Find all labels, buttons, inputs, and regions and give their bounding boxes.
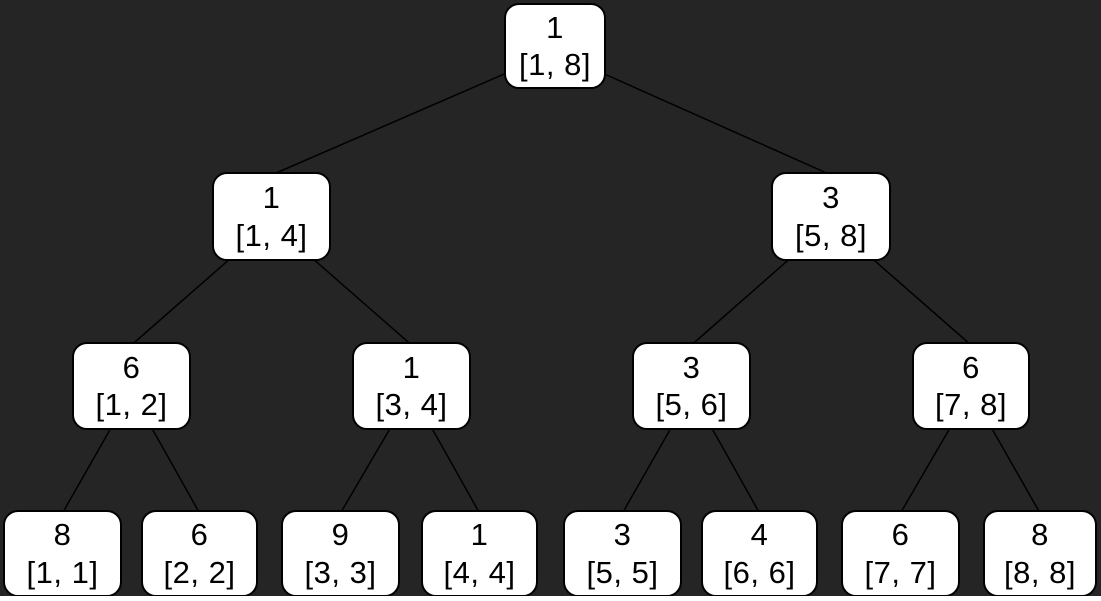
node-value: 8 xyxy=(53,517,72,553)
tree-node-5-8: 3[5, 8] xyxy=(771,172,891,261)
node-range: [5, 8] xyxy=(795,217,867,253)
node-value: 1 xyxy=(262,180,281,216)
node-value: 3 xyxy=(822,180,840,216)
node-value: 3 xyxy=(613,517,632,553)
node-value: 3 xyxy=(682,349,701,385)
tree-node-1-1: 8[1, 1] xyxy=(3,510,122,597)
node-value: 6 xyxy=(122,349,141,385)
tree-node-5-5: 3[5, 5] xyxy=(563,510,682,597)
tree-node-3-3: 9[3, 3] xyxy=(281,510,400,597)
node-range: [5, 5] xyxy=(586,554,659,590)
node-range: [7, 7] xyxy=(864,554,937,590)
node-range: [3, 4] xyxy=(375,387,448,422)
node-range: [4, 4] xyxy=(443,554,516,590)
tree-node-2-2: 6[2, 2] xyxy=(141,510,258,597)
tree-node-7-7: 6[7, 7] xyxy=(841,510,960,597)
tree-node-7-8: 6[7, 8] xyxy=(912,342,1030,430)
node-range: [1, 4] xyxy=(235,217,308,253)
node-range: [7, 8] xyxy=(935,387,1007,422)
tree-node-1-8: 1[1, 8] xyxy=(504,3,606,89)
node-value: 4 xyxy=(750,517,769,553)
tree-node-1-4: 1[1, 4] xyxy=(212,172,331,261)
tree-node-5-6: 3[5, 6] xyxy=(632,342,751,430)
node-value: 6 xyxy=(190,517,209,553)
node-range: [3, 3] xyxy=(304,554,377,590)
node-range: [1, 2] xyxy=(95,387,168,422)
node-value: 1 xyxy=(402,349,421,385)
node-value: 6 xyxy=(962,349,980,385)
node-range: [1, 1] xyxy=(26,554,99,590)
node-range: [5, 6] xyxy=(655,387,728,422)
node-value: 1 xyxy=(470,517,489,553)
node-range: [6, 6] xyxy=(723,554,796,590)
canvas-bottom-strip xyxy=(0,596,1101,601)
node-value: 9 xyxy=(331,517,350,553)
tree-node-3-4: 1[3, 4] xyxy=(352,342,471,430)
node-range: [2, 2] xyxy=(163,554,236,590)
tree-node-4-4: 1[4, 4] xyxy=(421,510,538,597)
tree-node-6-6: 4[6, 6] xyxy=(701,510,818,597)
node-range: [1, 8] xyxy=(519,47,591,82)
node-range: [8, 8] xyxy=(1004,554,1076,590)
tree-node-8-8: 8[8, 8] xyxy=(983,510,1097,597)
node-value: 6 xyxy=(891,517,910,553)
node-value: 1 xyxy=(546,9,564,45)
node-value: 8 xyxy=(1031,517,1049,553)
tree-node-1-2: 6[1, 2] xyxy=(72,342,191,430)
